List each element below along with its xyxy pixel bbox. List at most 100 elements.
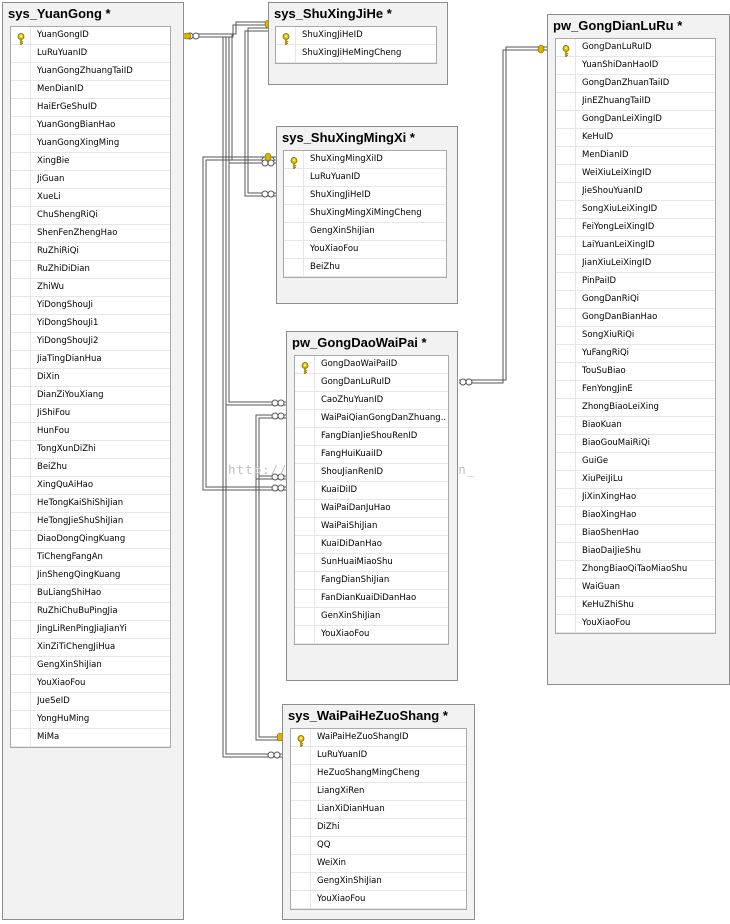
row-selector[interactable] [556,165,576,182]
column-row[interactable]: BiaoGouMaiRiQi [556,435,715,453]
column-row[interactable]: LaiYuanLeiXingID [556,237,715,255]
column-row[interactable]: GenXinShiJian [295,608,448,626]
column-row[interactable]: XinZiTiChengJiHua [11,639,170,657]
column-row[interactable]: YiDongShouJi2 [11,333,170,351]
column-row[interactable]: WaiPaiQianGongDanZhuang... [295,410,448,428]
column-row[interactable]: FeiYongLeiXingID [556,219,715,237]
column-row[interactable]: FangDianShiJian [295,572,448,590]
row-selector[interactable] [11,189,31,206]
column-row[interactable]: JiGuan [11,171,170,189]
row-selector[interactable] [556,255,576,272]
row-selector[interactable] [556,147,576,164]
row-selector[interactable] [556,273,576,290]
row-selector[interactable] [556,363,576,380]
column-row[interactable]: ChuShengRiQi [11,207,170,225]
row-selector[interactable] [284,151,304,169]
column-row[interactable]: BuLiangShiHao [11,585,170,603]
row-selector[interactable] [556,615,576,632]
row-selector[interactable] [291,765,311,782]
table-waipaihezuoshang[interactable]: sys_WaiPaiHeZuoShang *WaiPaiHeZuoShangID… [282,704,475,920]
row-selector[interactable] [11,729,31,746]
row-selector[interactable] [291,855,311,872]
column-row[interactable]: GongDanRiQi [556,291,715,309]
column-row[interactable]: CaoZhuYuanID [295,392,448,410]
row-selector[interactable] [556,489,576,506]
column-row[interactable]: LianXiDianHuan [291,801,466,819]
row-selector[interactable] [284,241,304,258]
row-selector[interactable] [295,626,315,643]
column-row[interactable]: LiangXiRen [291,783,466,801]
column-row[interactable]: YiDongShouJi1 [11,315,170,333]
row-selector[interactable] [11,351,31,368]
row-selector[interactable] [276,27,296,45]
column-row[interactable]: JiShiFou [11,405,170,423]
table-title[interactable]: sys_ShuXingMingXi * [282,130,415,145]
row-selector[interactable] [291,729,311,747]
row-selector[interactable] [295,554,315,571]
row-selector[interactable] [295,572,315,589]
column-row[interactable]: ShuXingJiHeMingCheng [276,45,436,63]
row-selector[interactable] [11,243,31,260]
row-selector[interactable] [11,531,31,548]
table-title[interactable]: sys_WaiPaiHeZuoShang * [288,708,448,723]
row-selector[interactable] [11,171,31,188]
column-row[interactable]: WaiPaiShiJian [295,518,448,536]
column-row[interactable]: RuZhiChuBuPingJia [11,603,170,621]
row-selector[interactable] [11,261,31,278]
row-selector[interactable] [11,315,31,332]
column-row[interactable]: MenDianID [11,81,170,99]
column-row[interactable]: FangDianJieShouRenID [295,428,448,446]
column-row[interactable]: HeTongJieShuShiJian [11,513,170,531]
row-selector[interactable] [556,597,576,614]
column-row[interactable]: TouSuBiao [556,363,715,381]
row-selector[interactable] [11,333,31,350]
column-row[interactable]: RuZhiRiQi [11,243,170,261]
row-selector[interactable] [291,837,311,854]
column-row[interactable]: YouXiaoFou [291,891,466,909]
row-selector[interactable] [11,459,31,476]
column-row[interactable]: ZhiWu [11,279,170,297]
column-row[interactable]: ZhongBiaoQiTaoMiaoShu [556,561,715,579]
row-selector[interactable] [556,237,576,254]
column-row[interactable]: JinEZhuangTaiID [556,93,715,111]
column-row[interactable]: YouXiaoFou [284,241,446,259]
column-row[interactable]: SunHuaiMiaoShu [295,554,448,572]
row-selector[interactable] [556,345,576,362]
column-row[interactable]: LuRuYuanID [291,747,466,765]
row-selector[interactable] [291,747,311,764]
table-title[interactable]: sys_YuanGong * [8,6,111,21]
row-selector[interactable] [11,675,31,692]
row-selector[interactable] [11,117,31,134]
row-selector[interactable] [11,549,31,566]
column-row[interactable]: GengXinShiJian [291,873,466,891]
row-selector[interactable] [556,75,576,92]
row-selector[interactable] [556,93,576,110]
row-selector[interactable] [284,205,304,222]
column-row[interactable]: FenYongJinE [556,381,715,399]
row-selector[interactable] [556,453,576,470]
column-row[interactable]: KuaiDiDanHao [295,536,448,554]
column-row[interactable]: ShuXingJiHeID [284,187,446,205]
row-selector[interactable] [556,579,576,596]
column-row[interactable]: GengXinShiJian [11,657,170,675]
table-title[interactable]: sys_ShuXingJiHe * [274,6,392,21]
row-selector[interactable] [11,207,31,224]
row-selector[interactable] [556,561,576,578]
row-selector[interactable] [11,693,31,710]
column-row[interactable]: HeZuoShangMingCheng [291,765,466,783]
column-row[interactable]: BiaoShenHao [556,525,715,543]
row-selector[interactable] [556,201,576,218]
row-selector[interactable] [276,45,296,62]
column-row[interactable]: KeHuID [556,129,715,147]
column-row[interactable]: WaiGuan [556,579,715,597]
column-row[interactable]: YuFangRiQi [556,345,715,363]
column-row[interactable]: JueSeID [11,693,170,711]
row-selector[interactable] [295,428,315,445]
row-selector[interactable] [556,219,576,236]
column-row[interactable]: TiChengFangAn [11,549,170,567]
column-row[interactable]: ShuXingMingXiID [284,151,446,169]
table-title[interactable]: pw_GongDaoWaiPai * [292,335,427,350]
column-row[interactable]: ShuXingMingXiMingCheng [284,205,446,223]
